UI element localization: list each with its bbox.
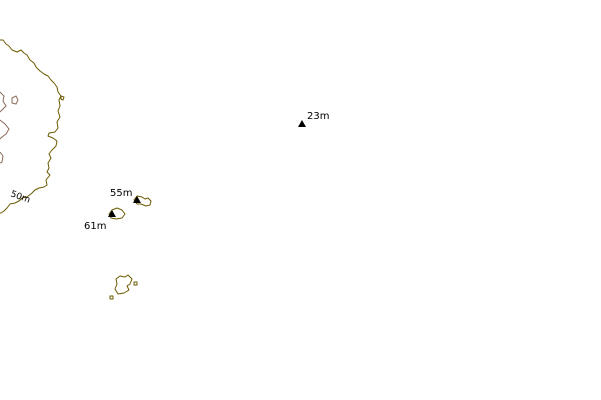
peak-23-label: 23m: [307, 111, 329, 122]
islet-55m-outline: [133, 195, 152, 207]
main-island-contour-lower: [0, 119, 10, 140]
peak-55-marker: [133, 196, 141, 203]
main-island-pond: [11, 95, 19, 105]
southern-islet-speck: [109, 295, 114, 300]
main-island-contour-upper: [0, 91, 7, 113]
southern-islet-rock: [133, 281, 138, 286]
main-island-coastline: [0, 39, 62, 214]
peak-23-marker: [298, 120, 306, 127]
main-island-islet: [60, 95, 65, 101]
peak-61-label: 61m: [84, 221, 106, 232]
peak-55-label: 55m: [110, 188, 132, 199]
peak-61-marker: [108, 210, 116, 217]
islet-61m-outline: [108, 207, 126, 220]
southern-islet-outline: [114, 274, 133, 295]
main-island-contour-small: [0, 151, 4, 164]
